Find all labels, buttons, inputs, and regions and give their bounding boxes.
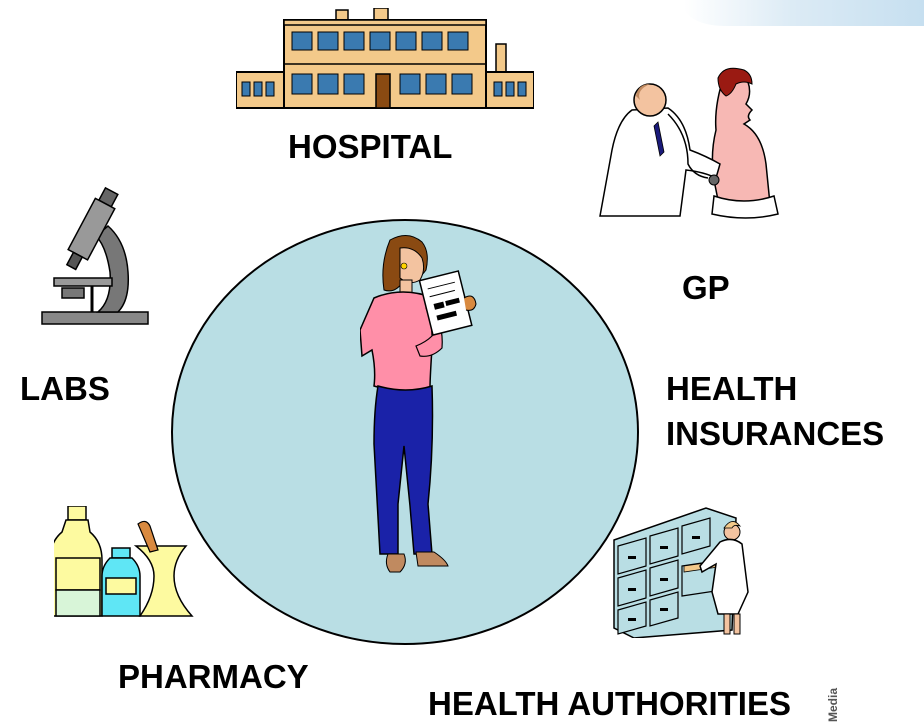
medicine-bottles-icon [54,506,194,617]
health-insurances-label-line1: HEALTH [666,370,798,407]
doctor-with-stethoscope-icon [599,67,779,219]
health-insurances-label-line2: INSURANCES [666,415,885,452]
hospital-building-icon [236,8,534,109]
health-authorities-label: HEALTH AUTHORITIES [428,685,791,722]
hospital-label: HOSPITAL [288,128,453,165]
filing-cabinet-icon [613,507,749,638]
patient-woman-icon [360,235,477,573]
pharmacy-label: PHARMACY [118,658,309,695]
microscope-icon [41,186,149,325]
labs-label: LABS [20,370,110,407]
corner-decoration [684,0,924,26]
gp-label: GP [682,269,730,306]
watermark-text: Media [826,687,840,722]
